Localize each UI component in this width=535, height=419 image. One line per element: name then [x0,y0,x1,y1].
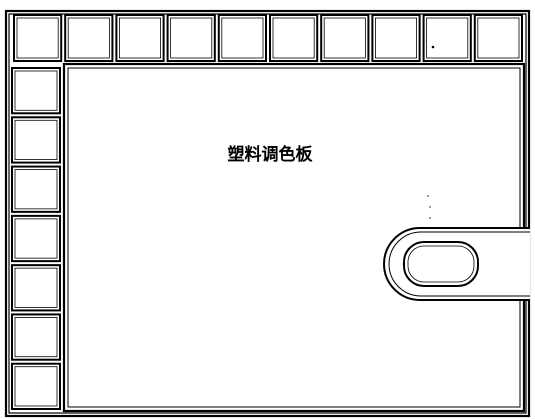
paint-well-outline [11,214,61,263]
paint-well [13,14,63,62]
paint-well-outline [269,14,319,62]
paint-well-outline [64,14,114,62]
speck-mark [431,45,435,49]
paint-well-inner-outline [14,119,58,160]
paint-well-inner-outline [374,17,417,59]
paint-well [11,214,61,263]
paint-well-inner-outline [272,17,315,59]
paint-well-outline [473,14,523,62]
palette-outer-frame-inner-line [8,13,527,414]
paint-well-inner-outline [14,70,58,111]
paint-well [473,14,523,62]
paint-well [11,165,61,213]
speck-mark [427,195,429,197]
paint-well-outline [115,14,165,62]
paint-well-inner-outline [323,17,366,59]
paint-well-inner-outline [14,366,58,407]
paint-well-outline [13,14,63,62]
paint-well-inner-outline [477,17,520,59]
paint-well-inner-outline [14,267,58,308]
paint-well-inner-outline [14,317,58,358]
paint-well [115,14,165,62]
thumb-hole-tab [383,227,530,301]
paint-well [422,14,472,62]
paint-well-outline [11,264,61,312]
paint-well-outline [11,313,61,361]
paint-well-outline [166,14,216,62]
paint-well [11,362,61,411]
side-paint-wells-column [11,67,61,411]
paint-well-outline [217,14,268,62]
thumb-tab-inner-outline [388,231,530,297]
paint-well [371,14,421,62]
palette-outer-frame [4,9,531,418]
paint-well [217,14,268,62]
paint-well-inner-outline [221,17,264,59]
thumb-hole [403,241,479,287]
paint-well-outline [422,14,472,62]
paint-well-inner-outline [170,17,213,59]
paint-well [166,14,216,62]
paint-well-outline [371,14,421,62]
paint-well-outline [11,116,61,164]
paint-well-outline [11,67,61,115]
paint-well-inner-outline [14,169,58,210]
paint-well [320,14,370,62]
paint-well-inner-outline [426,17,469,59]
paint-well [11,264,61,312]
paint-well-outline [11,165,61,213]
paint-well [64,14,114,62]
paint-well [269,14,319,62]
speck-mark [429,217,431,219]
paint-well-outline [11,362,61,411]
paint-well-inner-outline [14,218,58,259]
paint-well-inner-outline [16,17,59,59]
paint-well [11,313,61,361]
palette-title: 塑料调色板 [228,144,314,165]
paint-well-outline [320,14,370,62]
speck-mark [429,206,431,208]
thumb-hole-inner-outline [407,245,475,283]
paint-well-inner-outline [67,17,110,59]
paint-well [11,67,61,115]
paint-well [11,116,61,164]
top-paint-wells-row [13,14,523,62]
paint-well-inner-outline [119,17,162,59]
